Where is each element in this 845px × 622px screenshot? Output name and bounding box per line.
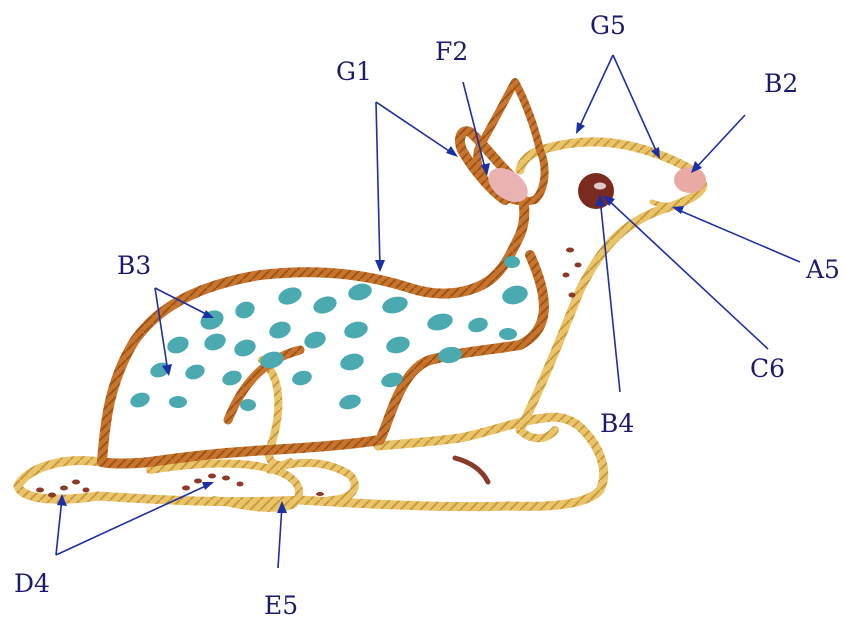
speckle — [182, 486, 190, 491]
spot — [311, 293, 339, 316]
spot — [346, 281, 373, 303]
leader-c6 — [606, 198, 768, 349]
arrowhead-d4-right — [202, 482, 214, 490]
spot — [342, 319, 369, 341]
spot — [499, 328, 517, 340]
arrowhead-g5-head — [576, 122, 585, 134]
speckle — [72, 480, 80, 485]
spot — [128, 390, 152, 410]
speckle — [575, 263, 582, 268]
spot — [197, 307, 226, 333]
spot — [165, 334, 191, 357]
leader-g1-ear — [376, 102, 455, 155]
spot — [276, 284, 304, 307]
spot — [467, 316, 490, 335]
arrowhead-g1-back — [375, 260, 385, 272]
leader-d4-left — [56, 498, 62, 555]
nose-b2 — [674, 167, 706, 193]
leader-b4 — [600, 198, 620, 392]
spot — [504, 256, 520, 268]
label-d4: D4 — [14, 569, 50, 598]
spot — [240, 399, 256, 411]
speckle — [237, 482, 244, 487]
spot — [232, 337, 258, 360]
speckle — [569, 293, 576, 298]
speckle — [566, 248, 574, 253]
spot — [291, 369, 314, 388]
speckle — [194, 479, 202, 484]
spot — [380, 294, 409, 316]
speckle — [316, 492, 324, 496]
speckle — [83, 488, 90, 493]
fawn-artwork — [18, 82, 706, 508]
speckle — [208, 474, 216, 479]
leader-a5 — [676, 209, 800, 262]
labels: G1 F2 G5 B2 B3 A5 C6 B4 D4 E5 — [14, 11, 840, 620]
leg-shadow-stroke — [455, 458, 488, 482]
leader-g1-back — [376, 102, 380, 268]
spot — [267, 319, 293, 342]
label-b4: B4 — [600, 409, 634, 438]
speckle — [222, 476, 230, 481]
spot — [202, 331, 228, 354]
leader-b2 — [694, 115, 745, 170]
speckle — [48, 493, 56, 498]
leader-e5 — [278, 505, 282, 568]
leader-b3-bottom — [155, 288, 168, 372]
spot — [425, 311, 454, 333]
label-b3: B3 — [117, 251, 151, 280]
back-outline — [102, 131, 524, 462]
eye-highlight — [594, 183, 606, 190]
chest-outline — [520, 430, 555, 438]
speckle — [36, 488, 44, 493]
spot — [500, 283, 530, 307]
label-f2: F2 — [435, 37, 468, 66]
spot — [233, 299, 258, 322]
spot — [183, 362, 207, 382]
spot — [338, 351, 365, 373]
mouth-a5 — [652, 202, 680, 205]
label-b2: B2 — [764, 69, 798, 98]
spot — [302, 329, 328, 352]
spot — [384, 334, 411, 356]
label-c6: C6 — [750, 354, 785, 383]
leader-g5-head — [578, 55, 613, 130]
speckle — [563, 273, 570, 278]
label-g1: G1 — [336, 57, 372, 86]
label-e5: E5 — [264, 591, 298, 620]
label-a5: A5 — [805, 255, 840, 284]
label-g5: G5 — [590, 11, 626, 40]
speckle — [60, 486, 68, 491]
spot — [338, 392, 363, 411]
spot — [220, 368, 244, 388]
spot — [169, 396, 187, 408]
body-spots-b3 — [128, 256, 530, 412]
